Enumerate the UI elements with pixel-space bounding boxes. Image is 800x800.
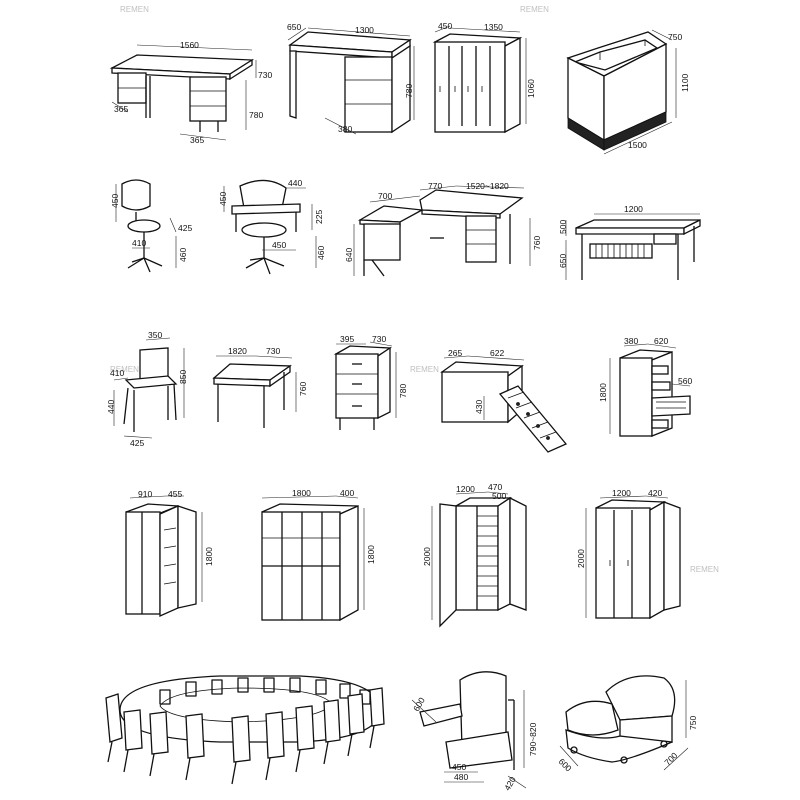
swivel-chair: 450 410 425 460 [110, 179, 192, 273]
dim-label: 420 [648, 488, 662, 498]
conference-table [105, 675, 385, 785]
dim-label: 1200 [612, 488, 631, 498]
dim-label: 760 [298, 382, 308, 396]
dim-label: 365 [114, 104, 128, 114]
long-table: 1200 500 650 [558, 204, 701, 280]
dim-label: 2000 [422, 547, 432, 566]
dim-label: 780 [398, 384, 408, 398]
dim-label: 1560 [180, 40, 199, 50]
dim-label: 1200 [624, 204, 643, 214]
tablet-armchair: 600 790~820 450 480 420 [411, 671, 538, 793]
dim-label: 470 [488, 482, 502, 492]
pigeonhole-cabinet: 1200 470 500 2000 [422, 482, 527, 628]
dim-label: 790~820 [528, 722, 538, 756]
dim-label: 600 [411, 695, 427, 713]
drawer-unit: 395 730 780 [333, 334, 408, 430]
wardrobe: 1200 420 2000 [576, 488, 681, 620]
armchair-swivel: 450 440 225 450 460 [218, 178, 326, 275]
dim-label: 1800 [204, 547, 214, 566]
dim-label: 455 [168, 489, 182, 499]
dim-label: 780 [249, 110, 263, 120]
watermark: REMEN [520, 5, 549, 14]
dim-label: 910 [138, 489, 152, 499]
dim-label: 2000 [576, 549, 586, 568]
dim-label: 1800 [598, 383, 608, 402]
dim-label: 460 [316, 246, 326, 260]
dim-label: 420 [502, 775, 518, 793]
dim-label: 750 [688, 716, 698, 730]
dim-label: 450 [452, 762, 466, 772]
dim-label: 440 [106, 400, 116, 414]
dim-label: 730 [266, 346, 280, 356]
dim-label: 425 [130, 438, 144, 448]
dim-label: 350 [148, 330, 162, 340]
dim-label: 1800 [366, 545, 376, 564]
dim-label: 265 [448, 348, 462, 358]
open-cabinet: 910 455 1800 [125, 489, 214, 618]
dim-label: 225 [314, 210, 324, 224]
dim-label: 750 [668, 32, 682, 42]
dim-label: 650 [558, 254, 568, 268]
watermark: REMEN [110, 365, 139, 374]
dim-label: 1350 [484, 22, 503, 32]
reception-desk: 750 1100 1500 [566, 29, 690, 155]
dim-label: 560 [678, 376, 692, 386]
dim-label: 365 [190, 135, 204, 145]
dim-label: 500 [492, 491, 506, 501]
dim-label: 500 [558, 220, 568, 234]
dim-label: 730 [372, 334, 386, 344]
dim-label: 460 [178, 248, 188, 262]
dim-label: 450 [110, 194, 120, 208]
dim-label: 770 [428, 181, 442, 191]
dim-label: 425 [178, 223, 192, 233]
dim-label: 620 [654, 336, 668, 346]
file-cabinet: 380 620 1800 560 [598, 336, 692, 437]
watermark: REMEN [120, 5, 149, 14]
dim-label: 1300 [355, 25, 374, 35]
cabinet-1350: 450 1350 1060 [432, 21, 536, 134]
dim-label: 760 [532, 236, 542, 250]
dim-label: 1200 [456, 484, 475, 494]
dim-label: 1500 [628, 140, 647, 150]
dim-label: 700 [662, 750, 679, 767]
dim-label: 380 [624, 336, 638, 346]
dim-label: 1820 [228, 346, 247, 356]
dim-label: 650 [287, 22, 301, 32]
dim-label: 380 [338, 124, 352, 134]
dim-label: 622 [490, 348, 504, 358]
dim-label: 410 [110, 368, 124, 378]
desk-1560: 1560 730 780 365 365 [109, 40, 272, 145]
dim-label: 850 [178, 370, 188, 384]
dim-label: 450 [438, 21, 452, 31]
dim-label: 400 [340, 488, 354, 498]
side-chair: 350 410 850 440 425 [106, 330, 188, 448]
dim-label: 780 [404, 84, 414, 98]
dim-label: 440 [288, 178, 302, 188]
dim-label: 395 [340, 334, 354, 344]
dim-label: 700 [378, 191, 392, 201]
dim-label: 730 [258, 70, 272, 80]
watermark: REMEN [690, 565, 719, 574]
dim-label: 430 [474, 400, 484, 414]
card-file: 265 622 430 [440, 348, 568, 453]
table-1820: 1820 730 760 [212, 346, 308, 428]
dim-label: 480 [454, 772, 468, 782]
dim-label: 1800 [292, 488, 311, 498]
dim-label: 450 [272, 240, 286, 250]
dim-label: 410 [132, 238, 146, 248]
watermark: REMEN [410, 365, 439, 374]
glass-bookcase: 1800 400 1800 [261, 488, 376, 622]
desk-1300: 1300 650 780 380 [287, 22, 415, 135]
lounge-chair: 750 700 600 [557, 675, 698, 774]
dim-label: 640 [344, 248, 354, 262]
dim-label: 1100 [680, 73, 690, 92]
dim-label: 1060 [526, 79, 536, 98]
dim-label: 450 [218, 192, 228, 206]
dim-label: 1520~1820 [466, 181, 509, 191]
l-desk: 700 770 1520~1820 640 760 [344, 181, 542, 277]
